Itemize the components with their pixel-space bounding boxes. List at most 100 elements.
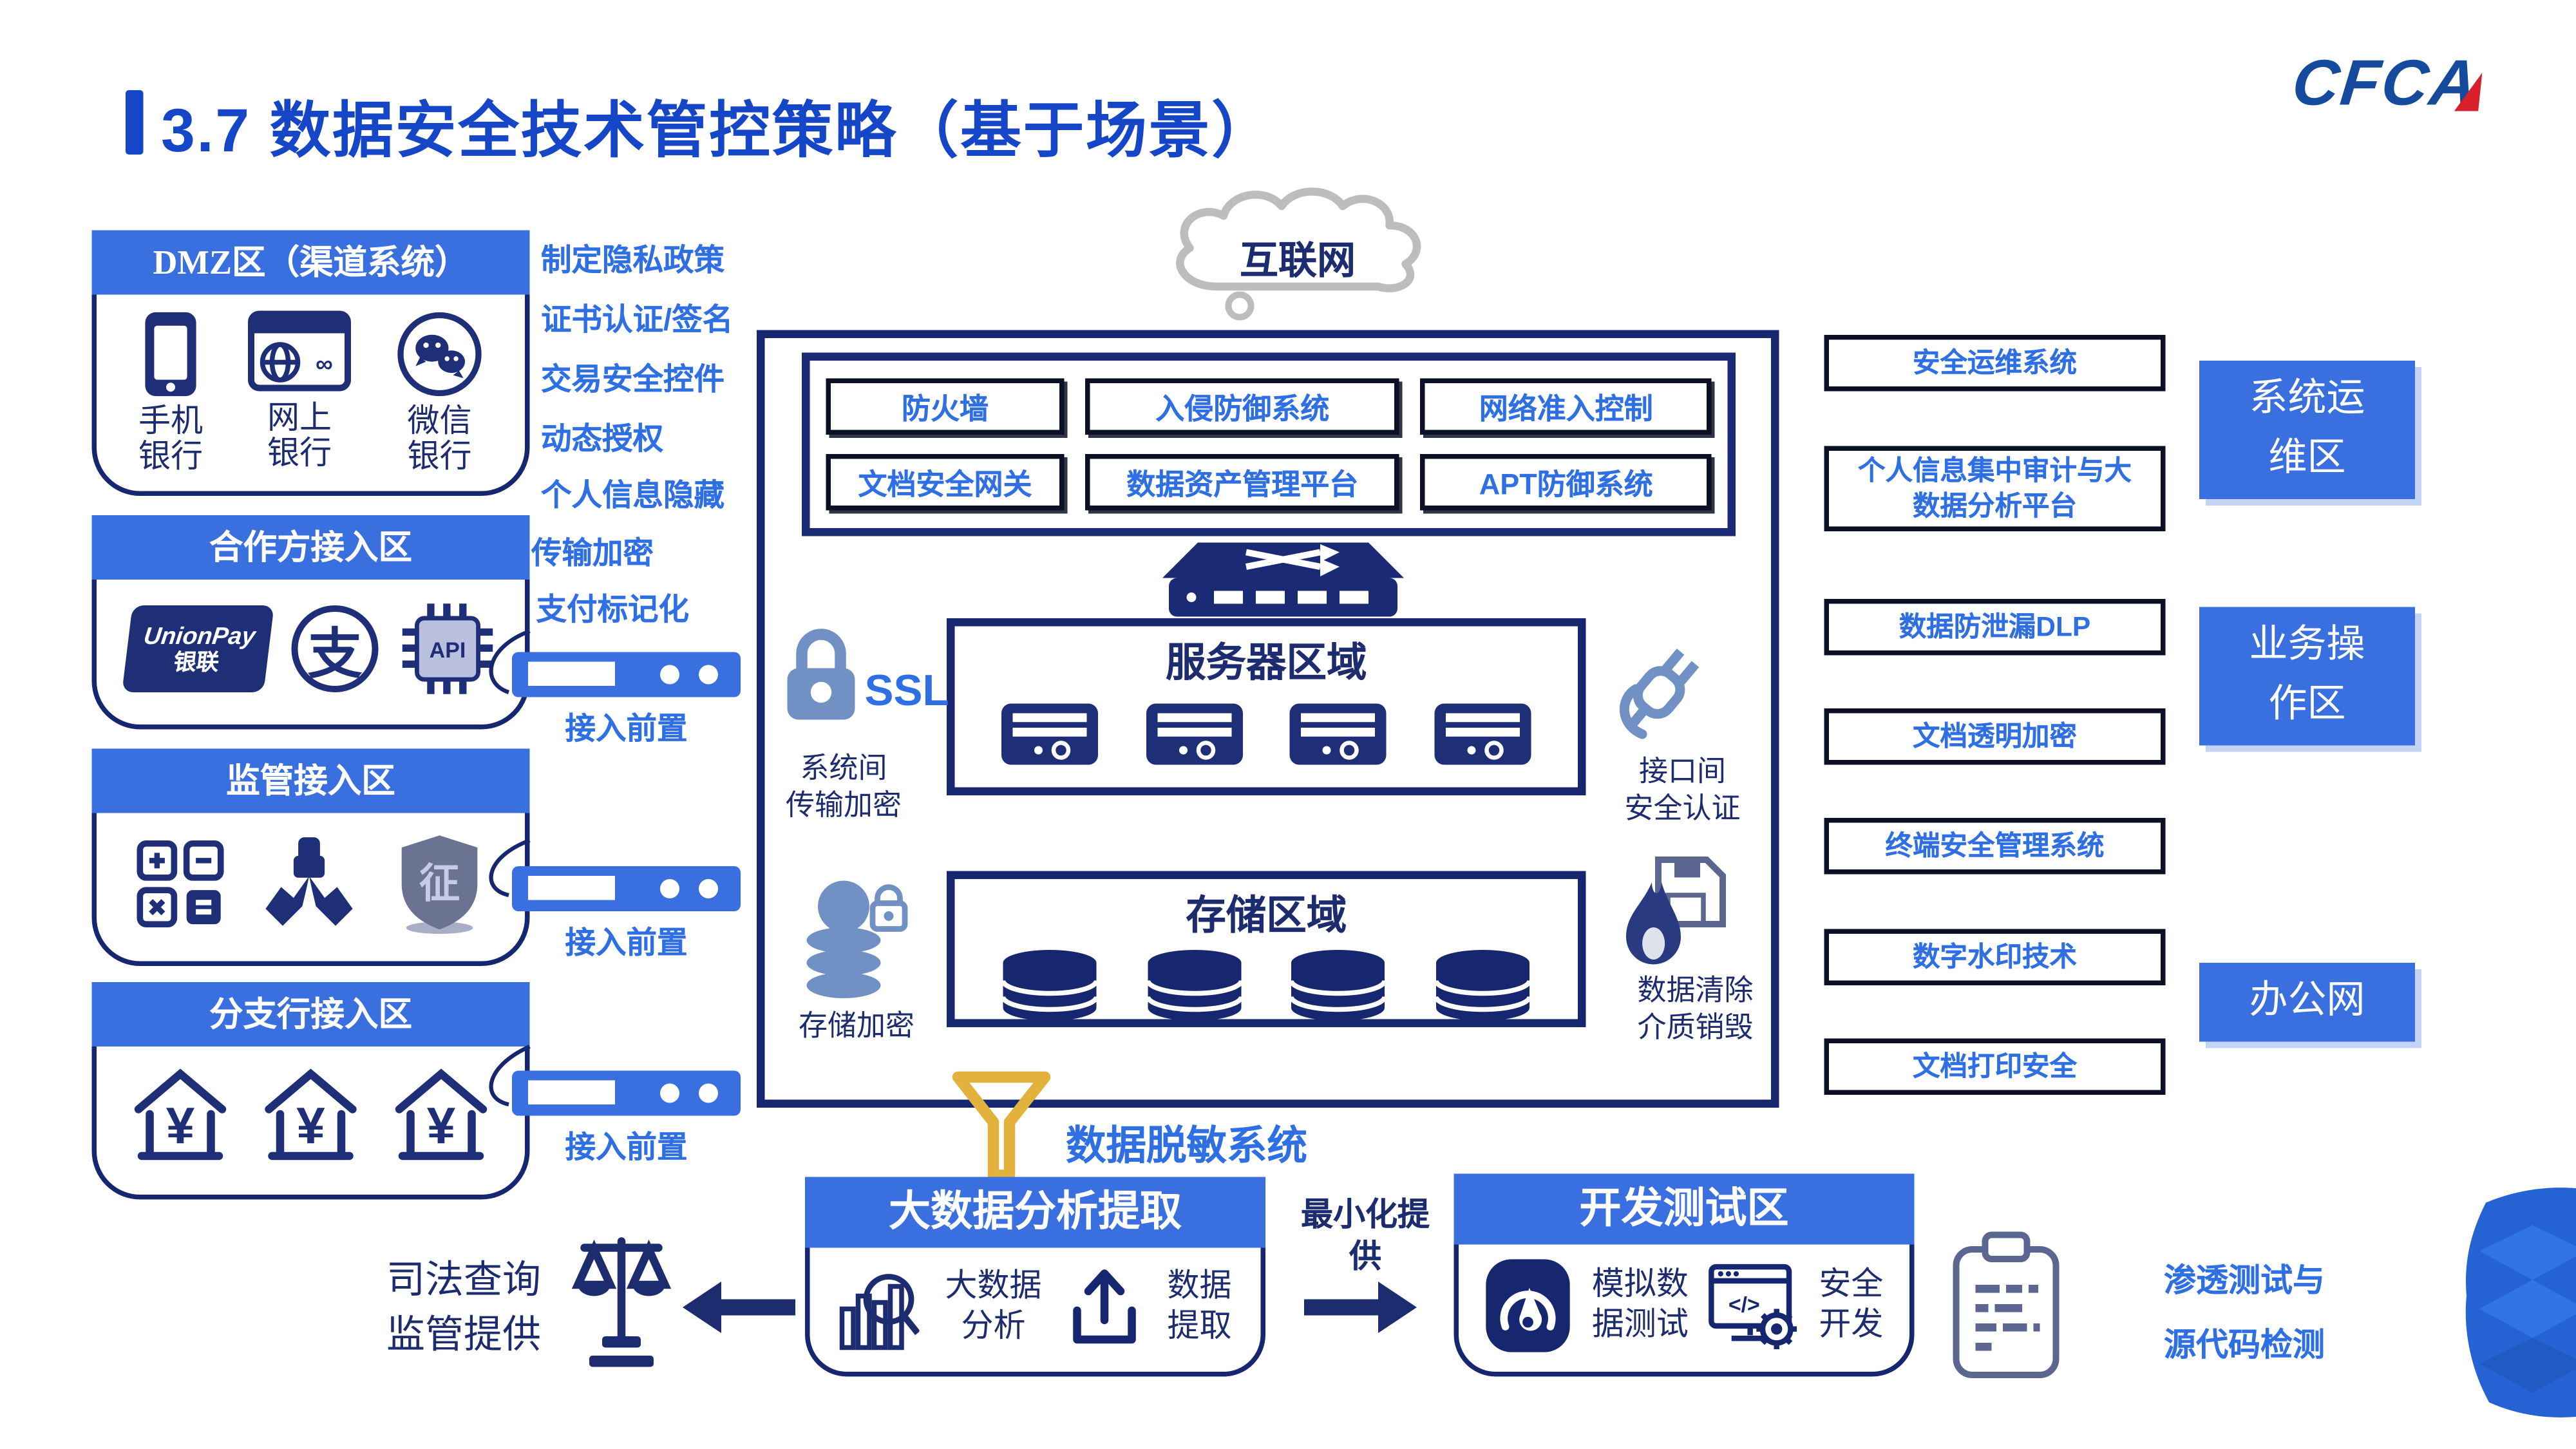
right-system-box: 安全运维系统 [1824,335,2166,392]
yuan-char: ¥ [426,1097,455,1154]
simulated-data-label: 模拟数 据测试 [1591,1267,1689,1343]
right-system-box: 数据防泄漏DLP [1824,599,2166,656]
internet-cloud: 互联网 [1156,180,1439,328]
measure-item: 制定隐私政策 [541,245,725,279]
secure-dev-code-icon: </> [1709,1264,1797,1350]
alipay-logo: 支 [291,605,379,692]
server-led [699,665,718,685]
measure-item: 证书认证/签名 [541,304,734,339]
simulation-gauge-icon [1486,1259,1571,1352]
database-icon [1144,950,1244,1021]
svg-text:</>: </> [1729,1293,1761,1317]
security-system-cell: 数据资产管理平台 [1085,454,1400,511]
server-led [660,879,679,898]
storage-encryption-note: 存储加密 [799,1009,914,1042]
security-system-cell: 防火墙 [826,378,1065,435]
perimeter-security-box: 防火墙 入侵防御系统 网络准入控制 文档安全网关 数据资产管理平台 APT防御系… [802,352,1736,536]
server-slot [528,876,615,900]
server-led [699,879,718,898]
arrow-right-icon [1304,1282,1417,1333]
data-extract-label: 数据 提取 [1167,1269,1232,1345]
secure-dev-label: 安全 开发 [1819,1267,1884,1343]
alipay-char: 支 [307,625,363,685]
zone-branch: 分支行接入区 ¥ ¥ ¥ [91,982,530,1200]
zone-dmz-title: DMZ区（渠道系统） [91,230,530,295]
front-end-label: 接入前置 [565,1132,688,1166]
data-erase-note: 数据清除 介质销毁 [1637,974,1754,1044]
ssl-label: SSL [864,667,949,715]
yuan-char: ¥ [296,1097,325,1154]
front-end-label: 接入前置 [565,927,688,961]
api-plug-icon [1619,649,1700,739]
zone-dmz: DMZ区（渠道系统） 手机 银行 ∞ 网上 银行 [91,230,530,496]
measure-item: 支付标记化 [536,594,690,629]
decorative-shield-icon [2465,1188,2576,1417]
server-slot [528,1080,615,1104]
pentest-clipboard-icon [1953,1231,2060,1378]
justice-scales-icon [571,1237,672,1367]
dev-test-box: 开发测试区 模拟数 据测试 </> 安全 开发 [1454,1173,1915,1377]
branch-bank-icon: ¥ [135,1068,227,1160]
bigdata-extract-box: 大数据分析提取 大数据 分析 数据 提取 [805,1177,1265,1377]
zone-regulator: 监管接入区 [91,748,530,966]
judicial-note: 司法查询 监管提供 [386,1260,541,1357]
svg-text:∞: ∞ [316,350,333,377]
server-icon [1146,703,1243,765]
ssl-note: 系统间 传输加密 [786,752,902,822]
calculator-icon [136,840,223,927]
database-icon [1000,950,1099,1021]
front-end-label: 接入前置 [565,713,688,748]
data-destruction-icon [1626,857,1726,965]
title-accent-bar [126,90,144,155]
online-banking-browser-icon: ∞ [248,310,351,392]
api-chip-icon: API [402,603,493,694]
wechat-icon [397,312,482,397]
front-end-server-bar [512,866,741,911]
measure-item: 交易安全控件 [541,364,725,398]
database-icon [1434,950,1533,1021]
bigdata-analysis-icon [839,1274,920,1350]
dmz-item-label: 网上 银行 [267,401,332,473]
zone-regulator-title: 监管接入区 [91,748,530,813]
internet-label: 互联网 [1240,242,1356,283]
api-auth-note: 接口间 安全认证 [1624,755,1741,825]
credit-shield-char: 征 [420,861,461,907]
server-icon [1434,703,1531,765]
encrypted-storage-icon [806,880,908,998]
yuan-char: ¥ [167,1097,196,1154]
measure-item: 动态授权 [541,423,664,458]
central-bank-emblem-icon [265,837,353,926]
server-slot [528,661,615,686]
security-system-cell: 文档安全网关 [826,454,1065,511]
security-system-cell: APT防御系统 [1421,454,1712,511]
branch-bank-icon: ¥ [265,1068,357,1160]
data-masking-label: 数据脱敏系统 [1066,1124,1308,1169]
storage-zone-title: 存储区域 [1186,895,1347,939]
data-masking-funnel-icon [952,1071,1051,1181]
zone-label-business: 业务操 作区 [2199,607,2415,746]
server-led [660,665,679,685]
cloud-icon [1176,187,1421,321]
zone-branch-title: 分支行接入区 [91,982,530,1046]
branch-bank-icon: ¥ [394,1068,487,1160]
network-switch-icon [1162,542,1404,617]
dev-test-box-title: 开发测试区 [1454,1173,1915,1245]
zone-label-ops: 系统运 维区 [2199,361,2415,500]
server-led [660,1083,679,1103]
front-end-server-bar [512,652,741,697]
data-extract-upload-icon [1073,1269,1136,1344]
front-end-server-bar [512,1070,741,1116]
security-system-cell: 网络准入控制 [1421,378,1712,435]
zone-partner-title: 合作方接入区 [91,515,530,580]
server-zone-title: 服务器区域 [1165,642,1367,687]
storage-zone-box: 存储区域 [947,871,1586,1027]
security-system-cell: 入侵防御系统 [1085,378,1400,435]
api-chip-text: API [430,638,466,663]
right-system-box: 文档打印安全 [1824,1038,2166,1095]
right-system-box: 个人信息集中审计与大 数据分析平台 [1824,446,2166,531]
zone-label-office: 办公网 [2199,963,2415,1042]
server-icon [1290,703,1387,765]
bigdata-analysis-label: 大数据 分析 [945,1269,1042,1345]
page-title: 3.7 数据安全技术管控策略（基于场景） [161,98,1274,166]
